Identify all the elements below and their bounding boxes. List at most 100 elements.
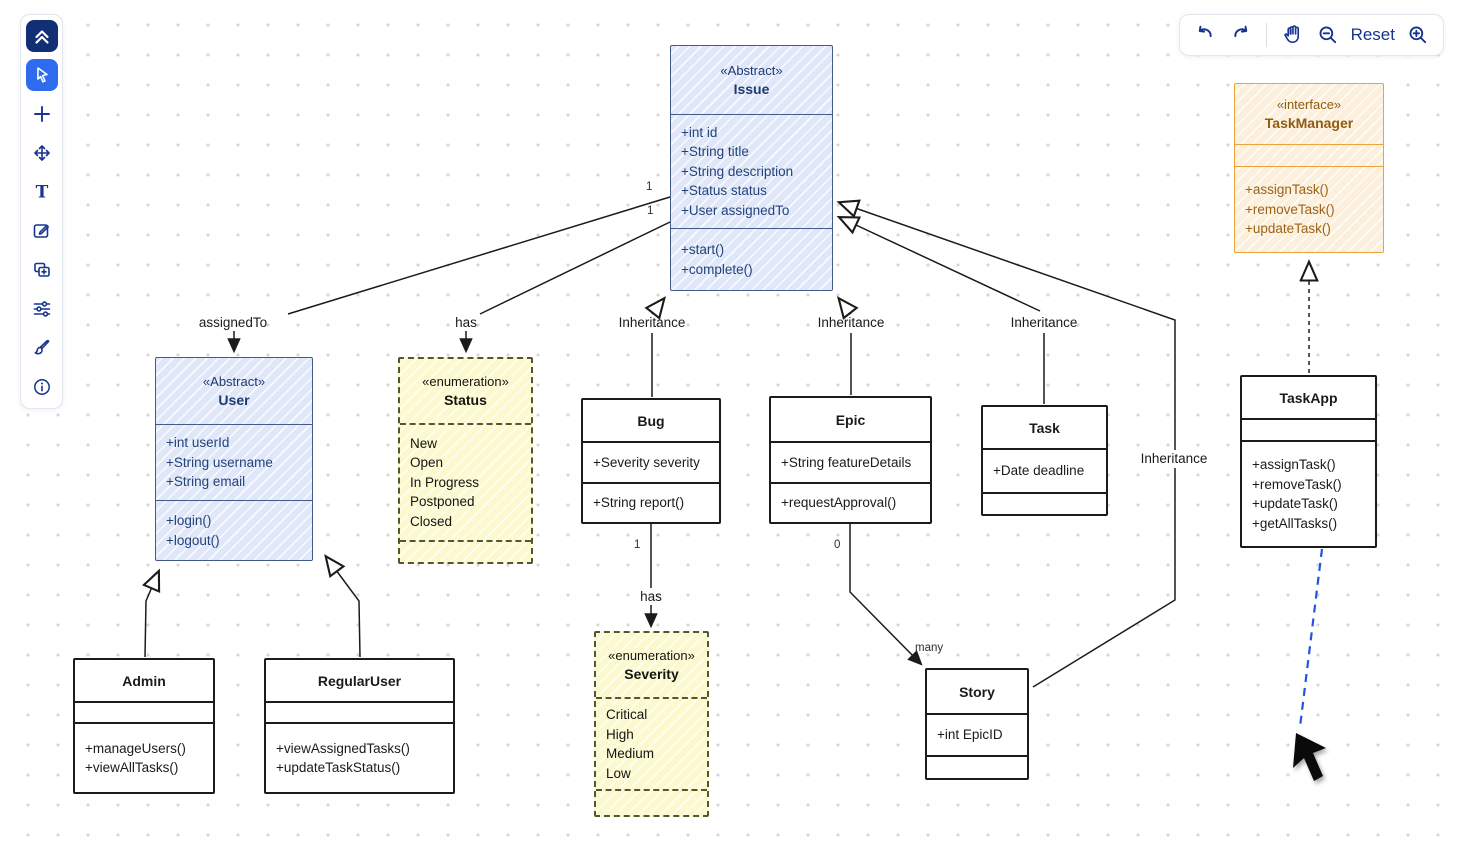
member-line: High [606,726,634,742]
redo-button[interactable] [1226,19,1256,51]
member-line: +logout() [166,532,220,548]
pencil-square-icon [33,224,49,238]
member-line: +removeTask() [1252,476,1342,492]
edge-label-has-status[interactable]: has [455,315,477,330]
zoom-out-button[interactable] [1313,19,1343,51]
multiplicity-epic-story-source: 0 [834,539,841,551]
class-name: Story [959,683,995,700]
member-line: +manageUsers() [85,740,186,756]
class-user-methods: +login()+logout() [156,500,312,560]
zoom-in-button[interactable] [1403,19,1433,51]
class-admin-attributes [75,701,213,722]
edge-label-inheritance-story[interactable]: Inheritance [1140,451,1208,466]
member-line: +String featureDetails [781,454,912,470]
paintbrush-icon [34,339,49,355]
class-taskmanager-attributes [1235,144,1383,166]
member-line: +start() [681,242,725,257]
style-tool-button[interactable] [26,332,58,364]
reset-label: Reset [1350,25,1395,44]
class-task-methods [983,492,1106,514]
zoom-toolbar: Reset [1178,14,1444,56]
edge-epic-story[interactable] [849,523,923,666]
member-line: +Date deadline [993,463,1085,479]
edge-label-assignedto[interactable]: assignedTo [198,315,268,330]
class-admin-header: Admin [75,660,213,701]
edge-story-inheritance-upper[interactable] [841,203,1176,450]
class-regularuser-header: RegularUser [266,660,453,701]
edit-tool-button[interactable] [26,215,58,247]
edge-story-inheritance-lower[interactable] [1032,468,1176,688]
move-tool-button[interactable] [26,137,58,169]
class-user[interactable]: «Abstract» User +int userId+String usern… [155,357,313,561]
cursor-icon [36,67,48,83]
class-admin[interactable]: Admin +manageUsers() +viewAllTasks() [73,658,215,794]
class-user-header: «Abstract» User [156,358,312,424]
member-line: +viewAllTasks() [85,760,179,775]
plus-icon [33,106,50,122]
edge-bug-inheritance-head[interactable] [652,300,663,314]
collapse-tool-button[interactable] [25,20,58,52]
class-taskapp-header: TaskApp [1242,377,1375,418]
add-tool-button[interactable] [26,98,58,130]
edge-issue-user[interactable] [287,196,671,315]
edge-issue-status[interactable] [479,221,671,315]
chevrons-up-icon [34,30,49,44]
member-line: +int id [681,124,718,140]
member-line: +int EpicID [937,727,1003,743]
enum-severity-header: «enumeration» Severity [596,633,707,697]
class-story[interactable]: Story +int EpicID [925,668,1029,780]
class-task-attributes: +Date deadline [983,448,1106,492]
class-bug-header: Bug [583,400,719,441]
zoom-reset-button[interactable]: Reset [1349,19,1397,51]
multiplicity-bug-severity: 1 [634,539,641,551]
enum-severity-empty [596,789,707,815]
stereotype: «interface» [1276,97,1342,112]
class-epic[interactable]: Epic +String featureDetails +requestAppr… [769,396,932,524]
edge-task-inheritance-head[interactable] [841,218,1041,312]
member-line: +updateTask() [1252,496,1338,511]
class-epic-methods: +requestApproval() [771,482,930,522]
tool-palette: T [20,14,63,409]
class-bug[interactable]: Bug +Severity severity +String report() [581,398,721,524]
edge-epic-inheritance-head[interactable] [840,300,851,314]
class-name: Severity [624,666,679,682]
edge-label-inheritance-task[interactable]: Inheritance [1010,315,1078,330]
class-bug-attributes: +Severity severity [583,441,719,482]
class-bug-methods: +String report() [583,482,719,522]
member-line: +assignTask() [1245,182,1329,198]
class-taskmanager-methods: +assignTask()+removeTask()+updateTask() [1235,166,1383,252]
adjust-tool-button[interactable] [26,293,58,325]
class-task-header: Task [983,407,1106,448]
edge-label-inheritance-epic[interactable]: Inheritance [817,315,885,330]
class-issue[interactable]: «Abstract» Issue +int id+String title+St… [670,45,833,291]
class-taskmanager[interactable]: «interface» TaskManager +assignTask()+re… [1234,83,1384,253]
sliders-icon [33,301,50,317]
class-story-header: Story [927,670,1027,713]
pan-button[interactable] [1277,19,1307,51]
member-line: +removeTask() [1245,201,1335,217]
text-tool-button[interactable]: T [26,176,58,208]
stereotype: «enumeration» [422,374,509,389]
undo-button[interactable] [1190,19,1220,51]
zoom-in-icon [1409,26,1427,44]
class-taskapp[interactable]: TaskApp +assignTask()+removeTask()+updat… [1240,375,1377,548]
class-regularuser[interactable]: RegularUser +viewAssignedTasks()+updateT… [264,658,455,794]
member-line: Low [606,765,631,781]
select-tool-button[interactable] [25,59,58,91]
edge-label-inheritance-bug[interactable]: Inheritance [618,315,686,330]
class-user-attributes: +int userId+String username+String email [156,424,312,500]
edge-label-has-severity[interactable]: has [640,589,662,604]
member-line: Medium [606,746,655,761]
info-tool-button[interactable] [26,371,58,403]
class-name: Task [1029,419,1060,436]
duplicate-tool-button[interactable] [26,254,58,286]
edge-admin-user[interactable] [145,573,158,658]
member-line: +String report() [593,495,685,511]
class-task[interactable]: Task +Date deadline [981,405,1108,516]
edge-regularuser-user[interactable] [327,558,361,658]
class-regularuser-attributes [266,701,453,722]
